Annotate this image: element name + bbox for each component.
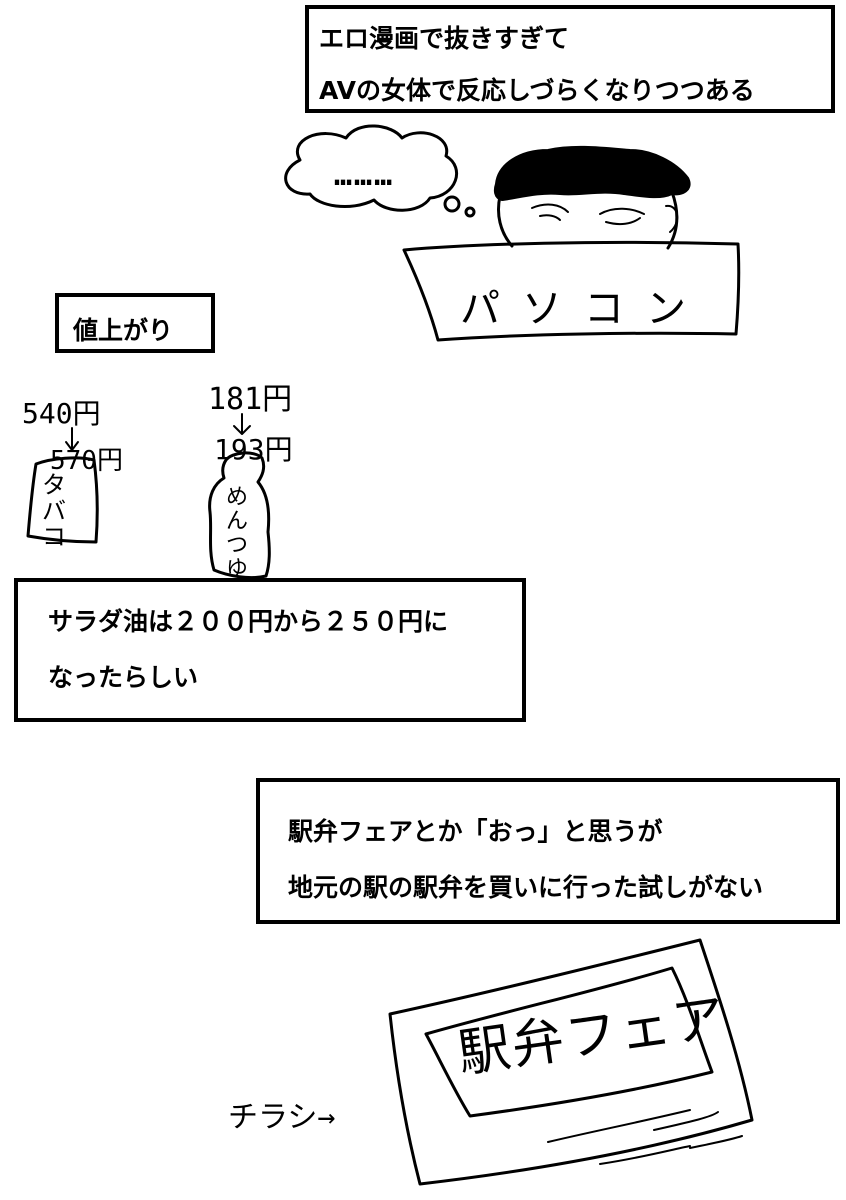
caption-box-masturbation: エロ漫画で抜きすぎて AVの女体で反応しづらくなりつつある xyxy=(305,5,835,113)
man-eye-right xyxy=(599,207,645,226)
thought-ellipsis: ……… xyxy=(334,158,395,193)
cigarette-price-new: 570円 xyxy=(50,446,123,476)
caption-line-1: エロ漫画で抜きすぎて xyxy=(319,24,570,53)
ekiben-line-1: 駅弁フェアとか「おっ」と思うが xyxy=(288,817,663,846)
man-eye-left xyxy=(531,203,569,221)
flyer-outline xyxy=(388,938,754,1186)
price-rise-title: 値上がり xyxy=(73,316,174,345)
mentsuyu-label: めんつゆ xyxy=(226,485,249,582)
ekiben-line-2: 地元の駅の駅弁を買いに行った試しがない xyxy=(288,873,764,902)
monitor-label: パソコン xyxy=(460,286,708,332)
flyer-title-frame xyxy=(424,966,714,1118)
caption-line-2: AVの女体で反応しづらくなりつつある xyxy=(319,76,755,105)
thought-bubble-dot-1 xyxy=(443,195,461,213)
thought-bubble-dot-2 xyxy=(464,206,476,218)
flyer-pointer-label: チラシ→ xyxy=(228,1100,336,1135)
salad-oil-line-2: なったらしい xyxy=(48,663,199,692)
man-face xyxy=(497,190,679,250)
cigarette-pack xyxy=(26,456,99,544)
mentsuyu-bottle xyxy=(208,451,271,580)
man-hair xyxy=(493,145,691,202)
monitor-outline xyxy=(402,240,741,342)
price-arrow-cigarette xyxy=(65,427,79,451)
man-ear xyxy=(665,204,679,233)
mentsuyu-price-new: 193円 xyxy=(214,433,293,466)
thought-bubble xyxy=(284,124,459,212)
mentsuyu-price-old: 181円 xyxy=(208,382,293,417)
caption-box-ekiben: 駅弁フェアとか「おっ」と思うが 地元の駅の駅弁を買いに行った試しがない xyxy=(256,778,840,924)
price-arrow-mentsuyu xyxy=(233,413,251,435)
salad-oil-line-1: サラダ油は２００円から２５０円に xyxy=(48,607,449,636)
caption-box-price-rise: 値上がり xyxy=(55,293,215,353)
caption-box-salad-oil: サラダ油は２００円から２５０円に なったらしい xyxy=(14,578,526,722)
cigarette-label: タバコ xyxy=(42,471,70,551)
flyer-text-lines xyxy=(547,1109,743,1165)
cigarette-price-old: 540円 xyxy=(22,397,101,430)
